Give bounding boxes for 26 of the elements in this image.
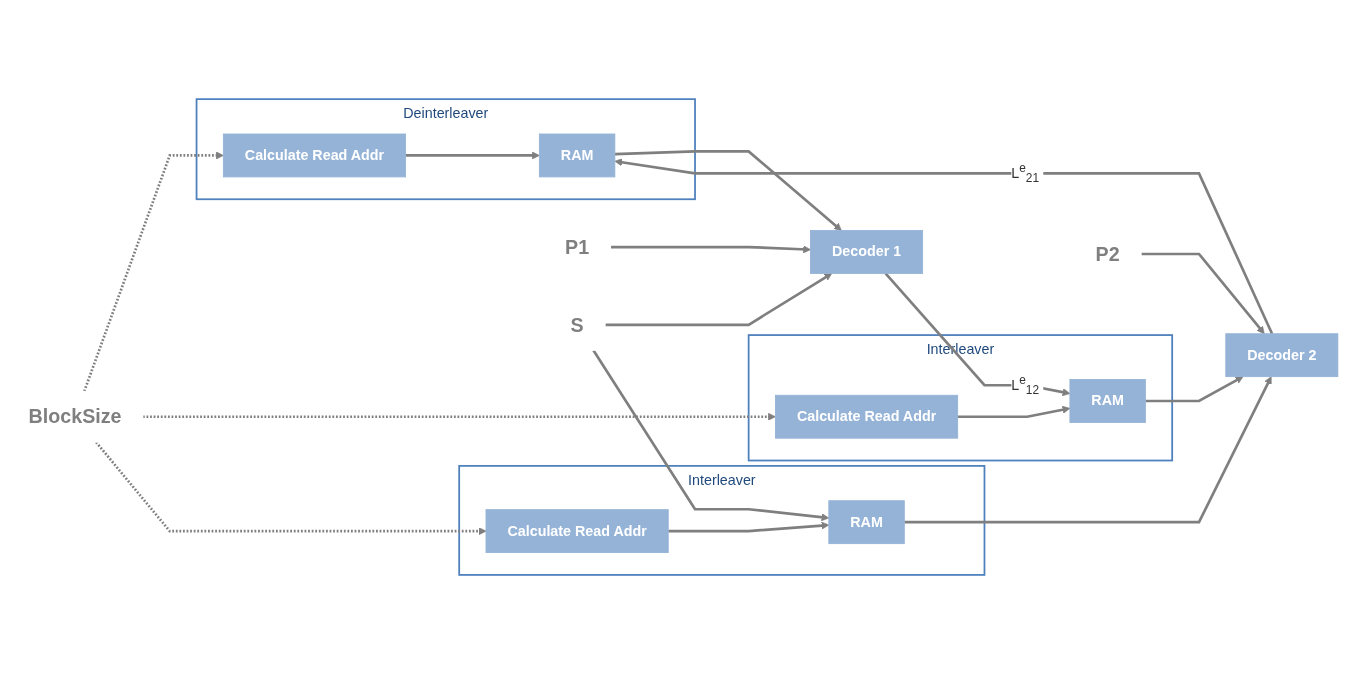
arrow: [610, 245, 811, 254]
arrow: [1145, 376, 1244, 403]
arrow: [957, 406, 1071, 419]
arrow: [592, 350, 830, 522]
node-text: P2: [1095, 243, 1120, 266]
arrow: [95, 441, 487, 536]
node-box: RAM: [538, 134, 616, 178]
arrow: [405, 152, 540, 160]
node-box: Decoder 2: [1225, 333, 1339, 378]
node-box: RAM: [828, 500, 905, 545]
node-box: Calculate Read Addr: [222, 134, 406, 178]
node-text: BlockSize: [28, 406, 122, 429]
arrow: [142, 413, 776, 422]
arrow: [1141, 253, 1265, 335]
node-text: P1: [565, 236, 590, 259]
arrow: [614, 150, 842, 232]
arrow: [904, 376, 1272, 524]
arrow: [605, 273, 833, 327]
arrow: [83, 152, 224, 393]
node-text: S: [570, 314, 584, 337]
arrow: [668, 522, 830, 533]
node-box: RAM: [1069, 379, 1146, 424]
node-box: Calculate Read Addr: [485, 509, 669, 554]
arrow: [614, 158, 1274, 335]
node-box: Calculate Read Addr: [775, 395, 959, 440]
node-box: Decoder 1: [810, 230, 924, 275]
